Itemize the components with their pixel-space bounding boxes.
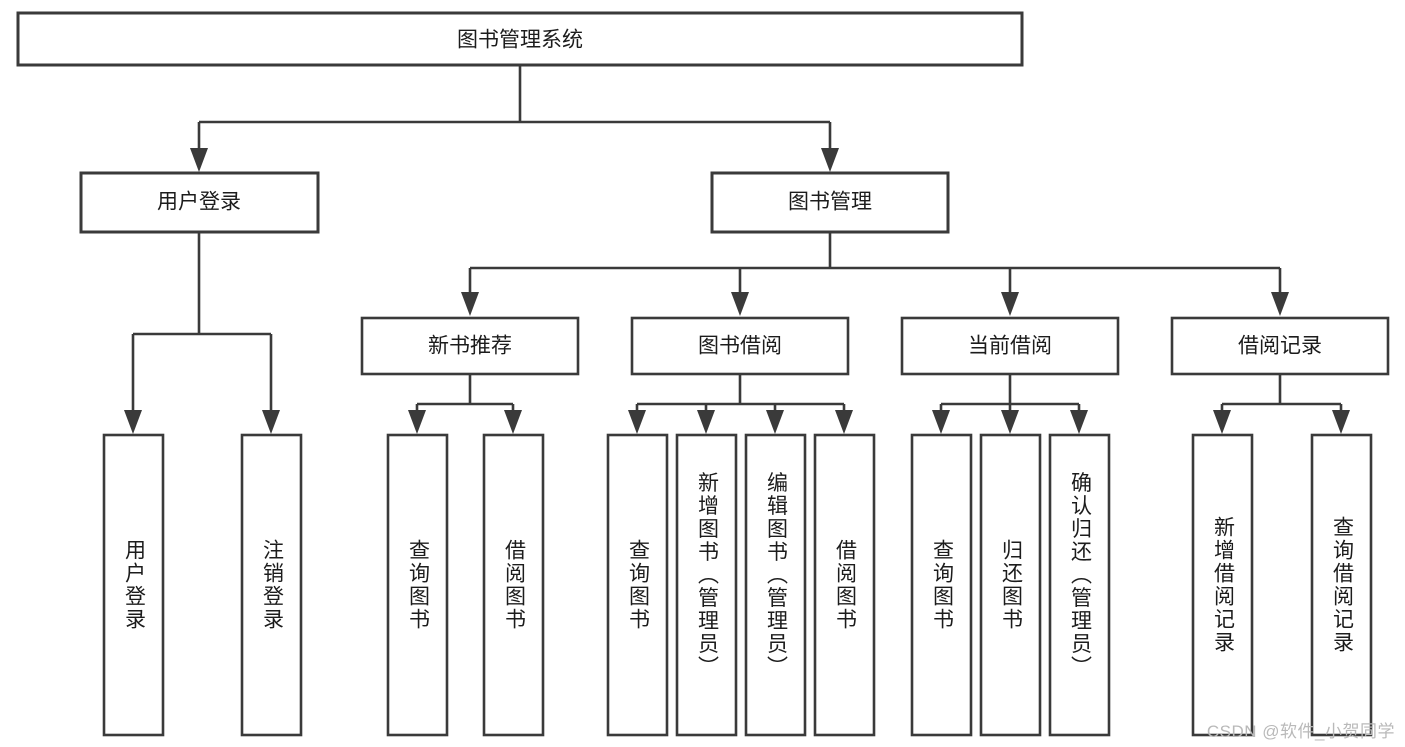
arrow-nbr-leaf-2	[504, 410, 522, 434]
arrow-bm-to-new-book-recommend	[461, 292, 479, 316]
arrow-cb-leaf-1	[932, 410, 950, 434]
arrow-bb-leaf-4	[835, 410, 853, 434]
node-root[interactable]: 图书管理系统	[16, 11, 1024, 67]
node-root-box[interactable]	[16, 11, 1024, 67]
node-book-borrow[interactable]: 图书借阅	[630, 316, 850, 376]
node-new-book-recommend[interactable]: 新书推荐	[360, 316, 580, 376]
arrow-cb-leaf-3	[1070, 410, 1088, 434]
node-borrow-record[interactable]: 借阅记录	[1170, 316, 1390, 376]
node-book-management[interactable]: 图书管理	[710, 171, 950, 234]
connector-group-book-management	[461, 232, 1289, 316]
csdn-watermark: CSDN @软件_小贺同学	[1206, 722, 1395, 741]
arrow-root-to-book-management	[821, 148, 839, 172]
node-leaf-query-book-3-label: 查询图书	[930, 539, 954, 631]
node-leaf-add-record-label: 新增借阅记录	[1211, 516, 1235, 654]
node-leaf-query-book-1-box[interactable]	[386, 433, 449, 737]
connector-group-book-borrow	[628, 374, 853, 434]
connector-group-borrow-record	[1213, 374, 1350, 434]
node-leaf-confirm-return-label: 确认归还（管理员）	[1068, 472, 1092, 679]
arrow-bb-leaf-3	[766, 410, 784, 434]
node-leaf-confirm-return[interactable]: 确认归还（管理员）	[1048, 433, 1111, 737]
node-book-borrow-label: 图书借阅	[698, 335, 782, 358]
node-leaf-edit-book[interactable]: 编辑图书（管理员）	[744, 433, 807, 737]
node-leaf-logout-login-label: 注销登录	[260, 539, 284, 631]
node-current-borrow-label: 当前借阅	[968, 335, 1052, 358]
arrow-user-login-leaf-2	[262, 410, 280, 434]
arrow-bm-to-book-borrow	[731, 292, 749, 316]
node-leaf-borrow-book-2-label: 借阅图书	[833, 539, 857, 631]
node-leaf-return-book-label: 归还图书	[999, 539, 1023, 631]
connector-group-user-login	[124, 232, 280, 434]
node-root-label: 图书管理系统	[457, 29, 583, 52]
node-leaf-query-book-2-label: 查询图书	[626, 539, 650, 631]
node-leaf-borrow-book-1-label: 借阅图书	[502, 539, 526, 631]
node-leaf-add-record-box[interactable]	[1191, 433, 1254, 737]
node-leaf-add-book-box[interactable]	[675, 433, 738, 737]
connector-group-root	[190, 65, 839, 172]
node-borrow-record-box[interactable]	[1170, 316, 1390, 376]
node-leaf-confirm-return-box[interactable]	[1048, 433, 1111, 737]
node-leaf-edit-book-box[interactable]	[744, 433, 807, 737]
node-leaf-user-login-box[interactable]	[102, 433, 165, 737]
node-leaf-logout-login-box[interactable]	[240, 433, 303, 737]
node-leaf-logout-login[interactable]: 注销登录	[240, 433, 303, 737]
node-new-book-recommend-box[interactable]	[360, 316, 580, 376]
arrow-user-login-leaf-1	[124, 410, 142, 434]
node-leaf-query-record-box[interactable]	[1310, 433, 1373, 737]
node-current-borrow[interactable]: 当前借阅	[900, 316, 1120, 376]
node-leaf-user-login[interactable]: 用户登录	[102, 433, 165, 737]
node-book-management-label: 图书管理	[788, 191, 872, 214]
node-leaf-add-record[interactable]: 新增借阅记录	[1191, 433, 1254, 737]
node-user-login-box[interactable]	[79, 171, 320, 234]
node-user-login[interactable]: 用户登录	[79, 171, 320, 234]
node-leaf-query-record[interactable]: 查询借阅记录	[1310, 433, 1373, 737]
node-leaf-query-book-2-box[interactable]	[606, 433, 669, 737]
node-leaf-return-book[interactable]: 归还图书	[979, 433, 1042, 737]
node-leaf-edit-book-label: 编辑图书（管理员）	[764, 472, 788, 679]
arrow-bb-leaf-1	[628, 410, 646, 434]
node-leaf-add-book-label: 新增图书（管理员）	[695, 472, 719, 679]
node-book-borrow-box[interactable]	[630, 316, 850, 376]
node-user-login-label: 用户登录	[157, 191, 241, 214]
node-leaf-borrow-book-1-box[interactable]	[482, 433, 545, 737]
node-leaf-query-record-label: 查询借阅记录	[1330, 516, 1354, 654]
arrow-br-leaf-2	[1332, 410, 1350, 434]
arrow-cb-leaf-2	[1001, 410, 1019, 434]
node-leaf-query-book-1-label: 查询图书	[406, 539, 430, 631]
arrow-bm-to-current-borrow	[1001, 292, 1019, 316]
arrow-br-leaf-1	[1213, 410, 1231, 434]
node-leaf-query-book-2[interactable]: 查询图书	[606, 433, 669, 737]
node-leaf-borrow-book-2-box[interactable]	[813, 433, 876, 737]
node-leaf-query-book-1[interactable]: 查询图书	[386, 433, 449, 737]
node-leaf-query-book-3[interactable]: 查询图书	[910, 433, 973, 737]
node-book-management-box[interactable]	[710, 171, 950, 234]
node-current-borrow-box[interactable]	[900, 316, 1120, 376]
arrow-bb-leaf-2	[697, 410, 715, 434]
node-leaf-query-book-3-box[interactable]	[910, 433, 973, 737]
node-new-book-recommend-label: 新书推荐	[428, 335, 512, 358]
node-leaf-add-book[interactable]: 新增图书（管理员）	[675, 433, 738, 737]
connector-group-current-borrow	[932, 374, 1088, 434]
arrow-bm-to-borrow-record	[1271, 292, 1289, 316]
arrow-nbr-leaf-1	[408, 410, 426, 434]
connector-group-new-book-recommend	[408, 374, 522, 434]
node-leaf-return-book-box[interactable]	[979, 433, 1042, 737]
node-borrow-record-label: 借阅记录	[1238, 335, 1322, 358]
node-leaf-borrow-book-2[interactable]: 借阅图书	[813, 433, 876, 737]
node-leaf-user-login-label: 用户登录	[122, 539, 146, 631]
arrow-root-to-user-login	[190, 148, 208, 172]
node-leaf-borrow-book-1[interactable]: 借阅图书	[482, 433, 545, 737]
